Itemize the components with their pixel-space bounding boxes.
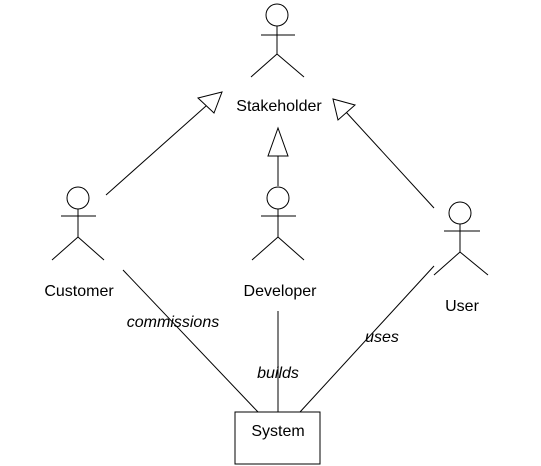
actor-label-stakeholder: Stakeholder xyxy=(236,98,322,115)
system-label: System xyxy=(251,423,304,440)
association-label-builds: builds xyxy=(257,365,299,382)
actor-label-user: User xyxy=(445,298,479,315)
stick-figure-icon xyxy=(433,201,489,276)
actor-label-customer: Customer xyxy=(44,283,114,300)
stick-figure-icon xyxy=(51,186,105,261)
hollow-triangle-arrowhead xyxy=(196,91,223,114)
hollow-triangle-arrowhead xyxy=(332,98,357,121)
association-customer-system-line xyxy=(122,269,259,413)
actor-label-developer: Developer xyxy=(244,283,318,300)
association-label-commissions: commissions xyxy=(127,314,219,331)
actor-customer[interactable]: Customer xyxy=(44,186,114,300)
actor-stakeholder[interactable]: Stakeholder xyxy=(236,3,322,115)
system-box[interactable]: System xyxy=(234,411,321,465)
generalization-customer-stakeholder xyxy=(105,91,223,196)
hollow-triangle-arrowhead xyxy=(267,126,289,157)
association-label-uses: uses xyxy=(365,329,399,346)
generalization-user-stakeholder xyxy=(332,98,435,209)
association-user-system-line xyxy=(299,265,435,413)
generalization-developer-stakeholder xyxy=(267,126,289,186)
stick-figure-icon xyxy=(251,186,305,261)
actor-developer[interactable]: Developer xyxy=(244,186,318,300)
stick-figure-icon xyxy=(250,3,305,78)
actor-user[interactable]: User xyxy=(433,201,489,315)
